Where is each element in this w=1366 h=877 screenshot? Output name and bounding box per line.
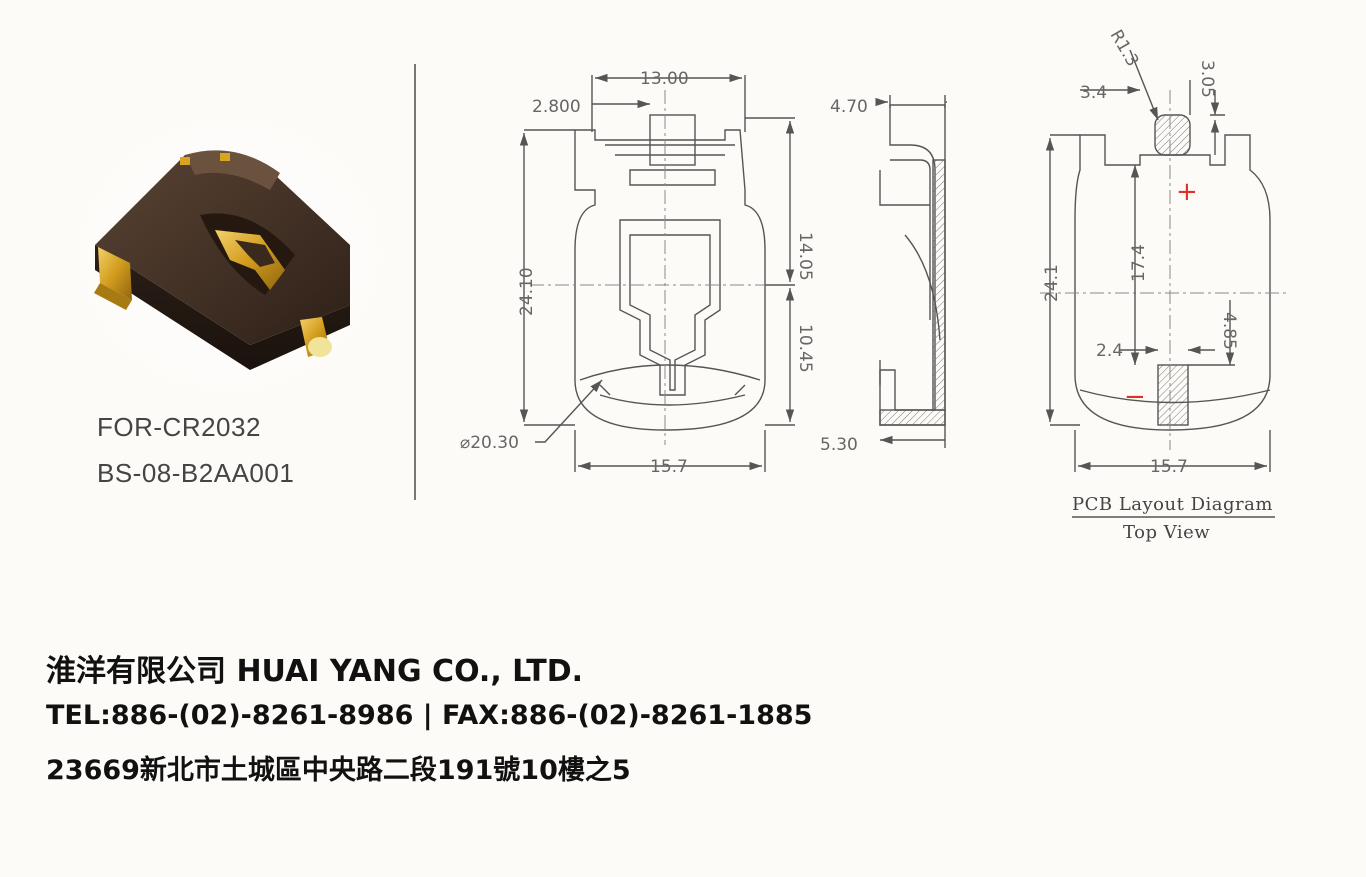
dim-width-bottom: 15.7 (650, 457, 688, 477)
dim-center-distance: 17.4 (1129, 244, 1149, 282)
pcb-caption-title: PCB Layout Diagram (1072, 494, 1273, 515)
dim-width-top: 13.00 (640, 69, 689, 89)
dim-pad-height-top: 3.05 (1197, 60, 1217, 98)
product-part-number: BS-08-B2AA001 (97, 458, 295, 488)
plus-sign: + (1176, 177, 1198, 207)
front-view-labels: 13.00 2.800 24.10 14.05 10.45 ⌀20.30 15.… (460, 69, 815, 477)
dim-pad-width-bottom: 2.4 (1096, 341, 1123, 361)
front-view (519, 73, 795, 472)
dim-radius: R1.3 (1106, 27, 1143, 71)
dim-pad-height-bottom: 4.85 (1219, 312, 1239, 350)
dim-side-bottom: 5.30 (820, 435, 858, 455)
dim-diameter: ⌀20.30 (460, 433, 519, 453)
company-address: 23669新北市土城區中央路二段191號10樓之5 (46, 755, 631, 786)
contact-info: TEL:886-(02)-8261-8986 | FAX:886-(02)-82… (46, 700, 813, 731)
dim-pcb-width-bottom: 15.7 (1150, 457, 1188, 477)
product-model: FOR-CR2032 (97, 412, 261, 442)
dim-lower-height: 10.45 (795, 324, 815, 373)
dim-offset-top: 2.800 (532, 97, 581, 117)
side-view (875, 95, 947, 448)
pcb-view (1040, 49, 1290, 518)
dim-upper-height: 14.05 (795, 232, 815, 281)
dim-pad-width-top: 3.4 (1080, 83, 1107, 103)
minus-sign: − (1124, 382, 1146, 412)
side-view-labels: 4.70 5.30 (820, 97, 868, 455)
dim-height-total: 24.10 (517, 267, 537, 316)
technical-drawing: 13.00 2.800 24.10 14.05 10.45 ⌀20.30 15.… (460, 27, 1290, 543)
company-name: 淮洋有限公司 HUAI YANG CO., LTD. (46, 654, 584, 689)
battery-holder-image (65, 105, 395, 405)
dim-pcb-height-total: 24.1 (1042, 264, 1062, 302)
vertical-divider (414, 64, 416, 500)
product-photo (60, 95, 400, 415)
pcb-caption-subtitle: Top View (1123, 522, 1210, 543)
dim-side-top: 4.70 (830, 97, 868, 117)
